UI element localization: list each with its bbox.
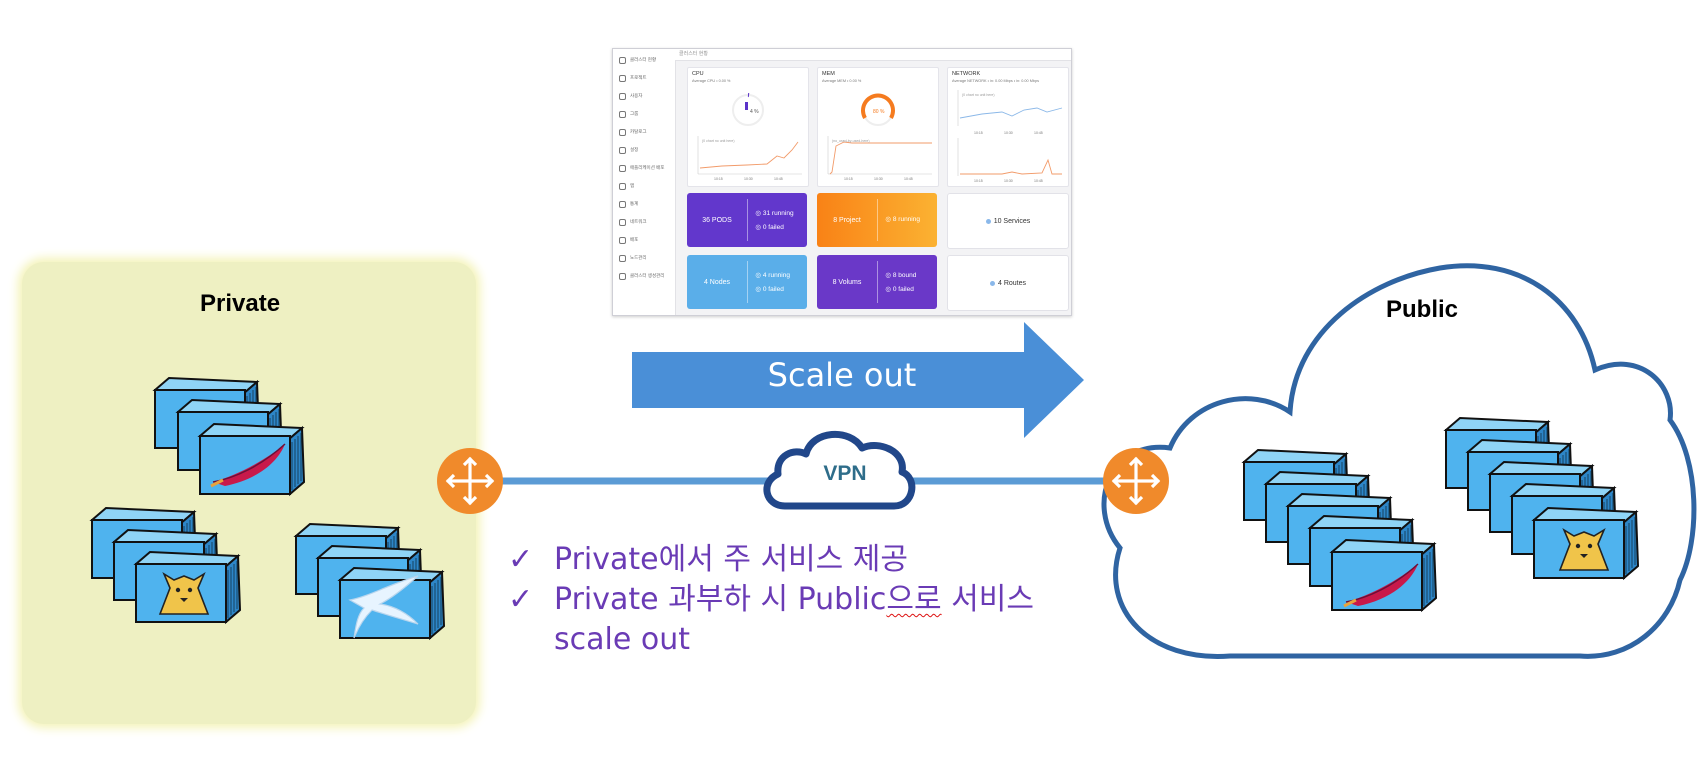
menu-icon	[619, 56, 626, 64]
svg-text:4 %: 4 %	[750, 109, 759, 115]
menu-icon	[619, 254, 626, 262]
sidebar-item[interactable]: 앱	[619, 181, 634, 191]
menu-icon	[619, 200, 626, 208]
svg-text:10:15: 10:15	[974, 131, 983, 135]
sidebar-item[interactable]: 클러스터 현황	[619, 55, 656, 65]
volumes-tile[interactable]: 8 Volums ◎ 8 bound ◎ 0 failed	[817, 255, 937, 309]
router-public-icon	[1103, 448, 1169, 514]
svg-text:(no_used-by-used-here): (no_used-by-used-here)	[832, 139, 870, 143]
svg-text:80 %: 80 %	[873, 109, 885, 115]
sidebar-item[interactable]: 노드관리	[619, 253, 647, 263]
svg-text:10:45: 10:45	[774, 177, 783, 181]
menu-icon	[619, 236, 626, 244]
menu-icon	[619, 182, 626, 190]
private-tomcat-server-group	[91, 507, 241, 623]
service-dot-icon	[985, 218, 991, 224]
cpu-gauge: 4 %	[732, 93, 764, 126]
tomcat-cat-logo	[1559, 529, 1609, 571]
menu-icon	[619, 272, 626, 280]
dashboard-screenshot: 클러스터 현황 프로젝트 사용자 그룹 카탈로그 설정 애플리케이션 배포 앱 …	[612, 48, 1072, 316]
cpu-line-chart: (0 chart no unit here) 10:15 10:30 10:45	[697, 136, 802, 181]
svg-text:10:45: 10:45	[904, 177, 913, 181]
bullet-item: ✓ Private 과부하 시 Public으로 서비스 scale out	[508, 580, 1108, 660]
svg-text:10:15: 10:15	[714, 177, 723, 181]
private-apache-server-group	[154, 377, 305, 495]
svg-text:(0 chart no unit here): (0 chart no unit here)	[962, 93, 995, 97]
dashboard-sidebar: 클러스터 현황 프로젝트 사용자 그룹 카탈로그 설정 애플리케이션 배포 앱 …	[613, 49, 676, 315]
svg-text:10:30: 10:30	[1004, 179, 1013, 183]
mem-line-chart: (no_used-by-used-here) 10:15 10:30 10:45	[827, 136, 932, 181]
services-tile[interactable]: 10 Services	[947, 193, 1069, 249]
route-dot-icon	[989, 280, 995, 286]
dashboard-breadcrumb: 클러스터 현황	[675, 49, 1071, 61]
svg-text:10:30: 10:30	[874, 177, 883, 181]
svg-text:10:15: 10:15	[844, 177, 853, 181]
mem-panel: MEM Average MEM • 0.00 % 80 % (no_used-b…	[817, 67, 939, 187]
menu-icon	[619, 110, 626, 118]
svg-text:10:30: 10:30	[1004, 131, 1013, 135]
menu-icon	[619, 128, 626, 136]
svg-text:(0 chart no unit here): (0 chart no unit here)	[702, 139, 735, 143]
mem-gauge: 80 %	[861, 93, 895, 126]
network-panel: NETWORK Average NETWORK • in: 0.00 Mbps …	[947, 67, 1069, 187]
bullet-text-after: 서비스	[941, 582, 1034, 617]
vpn-label: VPN	[823, 462, 867, 485]
router-private-icon	[437, 448, 503, 514]
public-title: Public	[1386, 296, 1459, 323]
pods-tile[interactable]: 36 PODS ◎ 31 running ◎ 0 failed	[687, 193, 807, 247]
nodes-tile[interactable]: 4 Nodes ◎ 4 running ◎ 0 failed	[687, 255, 807, 309]
sidebar-item[interactable]: 네트워크	[619, 217, 647, 227]
sidebar-item[interactable]: 통계	[619, 199, 638, 209]
menu-icon	[619, 92, 626, 100]
private-title: Private	[200, 290, 281, 317]
bullet-item: ✓ Private에서 주 서비스 제공	[508, 540, 1108, 580]
sidebar-item[interactable]: 그룹	[619, 109, 638, 119]
svg-text:10:45: 10:45	[1034, 131, 1043, 135]
sidebar-item[interactable]: 프로젝트	[619, 73, 647, 83]
cpu-panel: CPU Average CPU • 0.00 % 4 % (0 chart no…	[687, 67, 809, 187]
sidebar-item[interactable]: 클러스터 생성관리	[619, 271, 664, 281]
menu-icon	[619, 74, 626, 82]
bullet-text: Private 과부하 시 Public	[554, 582, 887, 617]
menu-icon	[619, 146, 626, 154]
sidebar-item[interactable]: 사용자	[619, 91, 642, 101]
bullet-list: ✓ Private에서 주 서비스 제공 ✓ Private 과부하 시 Pub…	[508, 540, 1108, 660]
routes-tile[interactable]: 4 Routes	[947, 255, 1069, 311]
sidebar-item[interactable]: 설정	[619, 145, 638, 155]
bullet-text-spellcheck: 으로	[886, 582, 942, 617]
scale-out-arrow	[632, 322, 1084, 438]
network-chart-top: (0 chart no unit here) 10:15 10:30 10:45	[957, 90, 1063, 135]
bullet-text: Private에서 주 서비스 제공	[554, 542, 908, 577]
sidebar-item[interactable]: 배포	[619, 235, 638, 245]
bullet-text-line2: scale out	[554, 622, 690, 657]
tomcat-cat-logo	[159, 573, 209, 615]
project-tile[interactable]: 8 Project ◎ 8 running	[817, 193, 937, 247]
svg-text:10:15: 10:15	[974, 179, 983, 183]
sidebar-item[interactable]: 애플리케이션 배포	[619, 163, 664, 173]
network-chart-bottom: 10:15 10:30 10:45	[957, 138, 1062, 183]
menu-icon	[619, 164, 626, 172]
svg-text:10:30: 10:30	[744, 177, 753, 181]
vpn-cloud-icon	[763, 431, 916, 510]
check-icon: ✓	[508, 582, 534, 617]
sidebar-item[interactable]: 카탈로그	[619, 127, 647, 137]
private-bird-server-group	[295, 523, 445, 639]
svg-text:10:45: 10:45	[1034, 179, 1043, 183]
check-icon: ✓	[508, 542, 534, 577]
scale-out-label: Scale out	[767, 356, 917, 394]
menu-icon	[619, 218, 626, 226]
